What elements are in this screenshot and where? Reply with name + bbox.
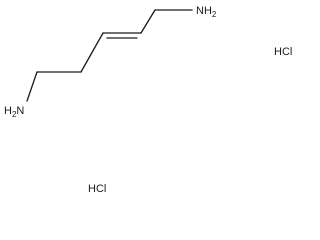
amine-left-label: H2N — [4, 105, 24, 119]
bond-c1-c2 — [140, 9, 156, 34]
chemical-structure-diagram: NH2 H2N HCl HCl — [4, 5, 292, 195]
hcl-salt-right: HCl — [274, 46, 292, 58]
bond-c5-n-left — [26, 71, 38, 102]
amine-top-label: NH2 — [196, 5, 217, 19]
hcl-salt-bottom: HCl — [88, 183, 106, 195]
bond-c3-c4 — [80, 32, 104, 73]
